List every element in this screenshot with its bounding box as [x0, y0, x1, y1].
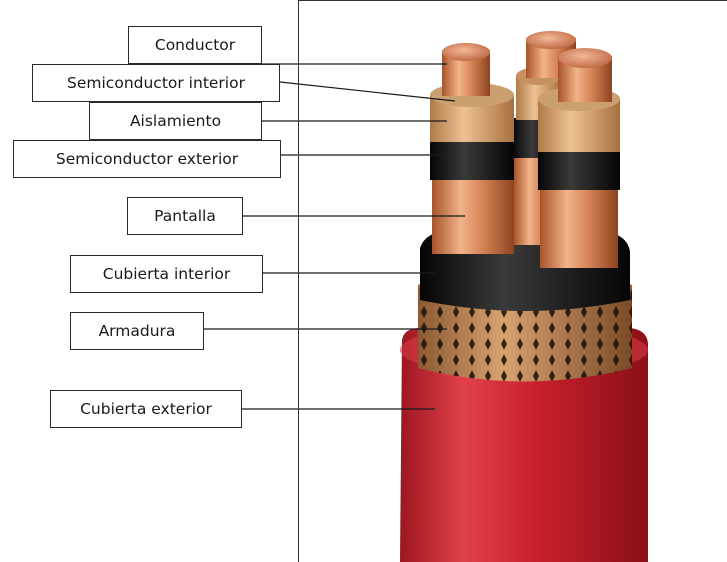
core-left [430, 43, 514, 254]
frame-top-edge [298, 0, 727, 2]
label-cubierta-exterior: Cubierta exterior [50, 390, 242, 428]
label-conductor-text: Conductor [154, 36, 236, 54]
label-conductor: Conductor [128, 26, 262, 64]
label-aislamiento: Aislamiento [89, 102, 262, 140]
core-right [538, 48, 620, 268]
leader-lines [204, 63, 465, 410]
frame-left-edge [298, 0, 300, 562]
label-pantalla-text: Pantalla [154, 207, 216, 225]
label-semiconductor-exterior: Semiconductor exterior [13, 140, 281, 178]
label-cubierta-interior: Cubierta interior [70, 255, 263, 293]
label-cubierta-exterior-text: Cubierta exterior [80, 400, 212, 418]
label-semiconductor-exterior-text: Semiconductor exterior [55, 150, 239, 168]
label-semiconductor-interior: Semiconductor interior [32, 64, 280, 102]
label-cubierta-interior-text: Cubierta interior [102, 265, 231, 283]
label-pantalla: Pantalla [127, 197, 243, 235]
label-armadura: Armadura [70, 312, 204, 350]
armour-layer [418, 271, 632, 382]
label-armadura-text: Armadura [98, 322, 176, 340]
label-aislamiento-text: Aislamiento [129, 112, 222, 130]
label-semiconductor-interior-text: Semiconductor interior [67, 74, 245, 92]
leader-semiconductor-interior [279, 81, 456, 102]
